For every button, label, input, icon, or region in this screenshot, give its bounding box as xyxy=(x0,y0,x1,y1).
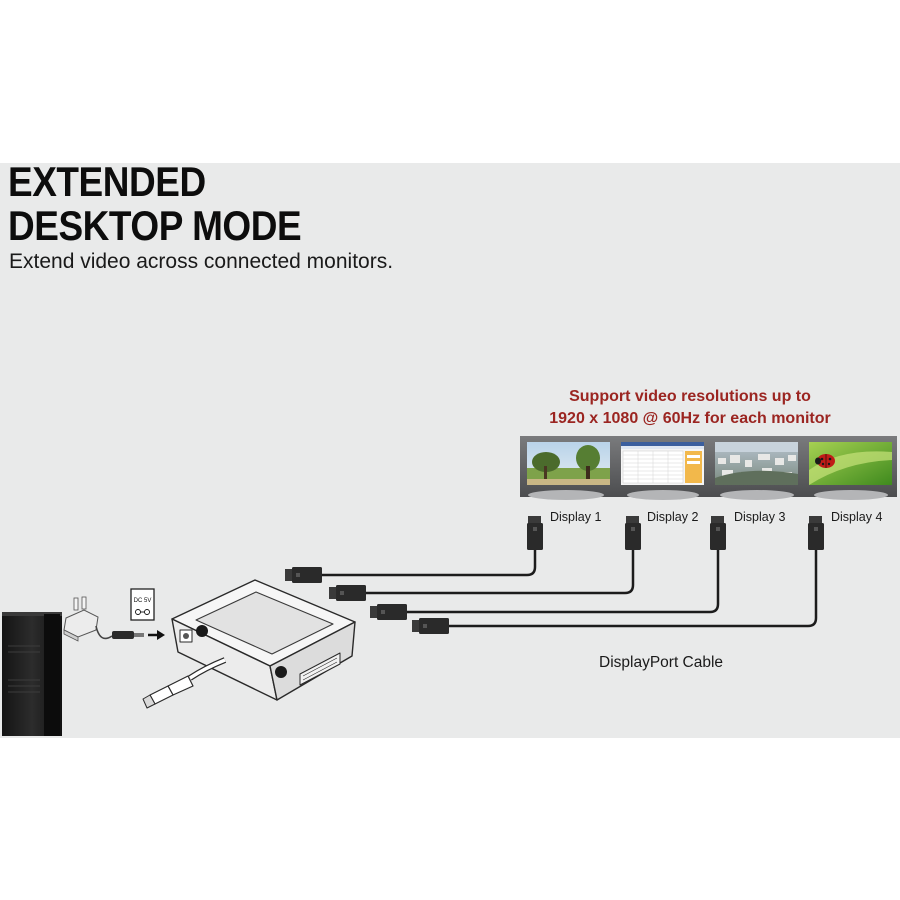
monitor-2 xyxy=(616,436,709,500)
computer-tower xyxy=(2,612,62,736)
display-3-connector xyxy=(710,516,726,550)
hub-connector-3 xyxy=(370,604,407,620)
hub-connector-4 xyxy=(412,618,449,634)
page-subtitle: Extend video across connected monitors. xyxy=(9,250,394,273)
power-jack-symbol: DC 5V xyxy=(130,588,155,621)
display-3-label: Display 3 xyxy=(734,510,786,524)
resolution-callout: Support video resolutions up to 1920 x 1… xyxy=(475,386,900,430)
display-1-connector xyxy=(527,516,543,550)
display-4-label: Display 4 xyxy=(831,510,883,524)
hub-side-connectors xyxy=(285,567,449,634)
dc-5v-marking: DC 5V xyxy=(134,598,152,604)
display-2-connector xyxy=(625,516,641,550)
displayport-cable-label: DisplayPort Cable xyxy=(599,654,724,671)
monitor-1 xyxy=(520,436,616,500)
resolution-callout-line-1: Support video resolutions up to xyxy=(569,388,811,405)
cable-3 xyxy=(404,548,720,614)
display-1-label: Display 1 xyxy=(550,510,602,524)
power-adapter xyxy=(63,596,165,642)
displayport-cables xyxy=(320,548,818,628)
page-title: EXTENDED DESKTOP MODE xyxy=(8,158,302,249)
usb-display-hub xyxy=(142,579,356,709)
display-2-label: Display 2 xyxy=(647,510,699,524)
cable-4 xyxy=(447,548,818,628)
resolution-callout-line-2: 1920 x 1080 @ 60Hz for each monitor xyxy=(549,410,831,427)
hub-connector-1 xyxy=(285,567,322,583)
display-4-connector xyxy=(808,516,824,550)
monitor-4 xyxy=(803,436,897,500)
display-connectors xyxy=(527,516,824,550)
title-line-1: EXTENDED xyxy=(8,158,206,205)
cable-2 xyxy=(364,548,635,595)
monitor-array xyxy=(520,436,897,500)
cable-1 xyxy=(320,548,537,577)
hub-connector-2 xyxy=(329,585,366,601)
title-line-2: DESKTOP MODE xyxy=(8,202,302,249)
monitor-3 xyxy=(709,436,803,500)
